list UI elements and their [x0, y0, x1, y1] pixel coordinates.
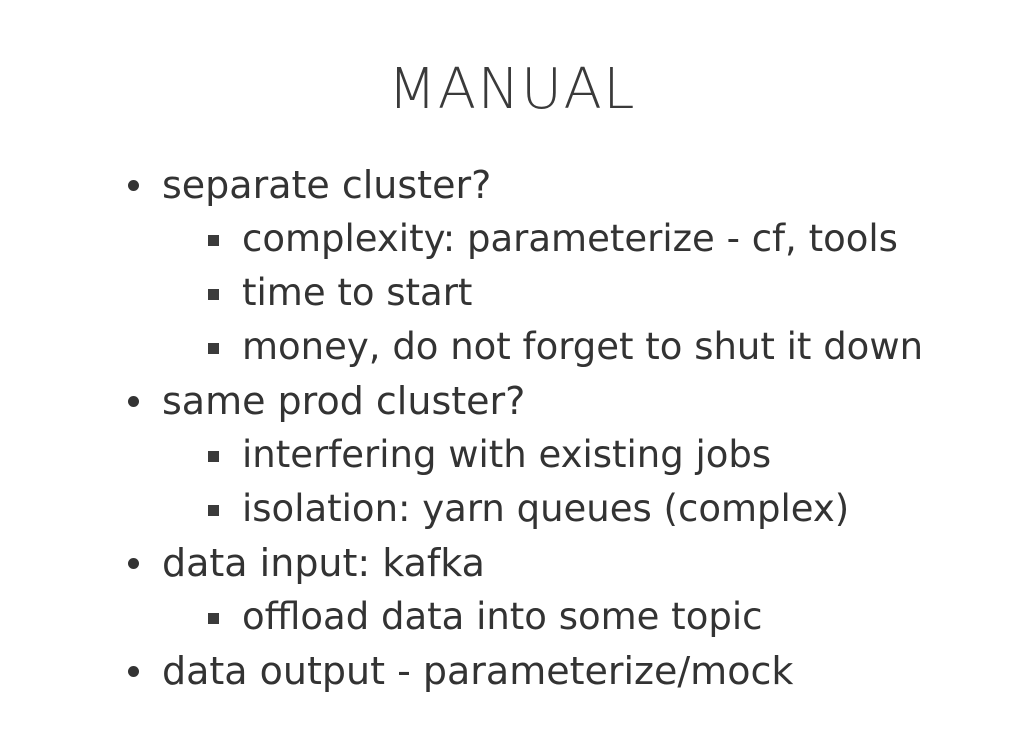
square-bullet-icon [208, 343, 219, 354]
list-item: same prod cluster? [0, 374, 1024, 428]
square-bullet-icon [208, 289, 219, 300]
list-item-label: interfering with existing jobs [242, 433, 772, 476]
disc-bullet-icon [128, 666, 139, 677]
square-bullet-icon [208, 451, 219, 462]
disc-bullet-icon [128, 180, 139, 191]
list-item-label: money, do not forget to shut it down [242, 325, 924, 368]
bullet-list: separate cluster? complexity: parameteri… [0, 158, 1024, 698]
list-item-label: data output - parameterize/mock [162, 649, 794, 693]
list-item-label: same prod cluster? [162, 379, 526, 423]
list-item: data input: kafka [0, 536, 1024, 590]
square-bullet-icon [208, 235, 219, 246]
list-item-label: offload data into some topic [242, 595, 763, 638]
list-item-label: isolation: yarn queues (complex) [242, 487, 850, 530]
list-item: data output - parameterize/mock [0, 644, 1024, 698]
list-item-label: time to start [242, 271, 473, 314]
disc-bullet-icon [128, 558, 139, 569]
list-item: money, do not forget to shut it down [0, 320, 1024, 374]
list-item: isolation: yarn queues (complex) [0, 482, 1024, 536]
list-item: separate cluster? [0, 158, 1024, 212]
list-item: interfering with existing jobs [0, 428, 1024, 482]
square-bullet-icon [208, 505, 219, 516]
list-item-label: data input: kafka [162, 541, 485, 585]
list-item-label: separate cluster? [162, 163, 492, 207]
disc-bullet-icon [128, 396, 139, 407]
list-item-label: complexity: parameterize - cf, tools [242, 217, 898, 260]
square-bullet-icon [208, 613, 219, 624]
list-item: complexity: parameterize - cf, tools [0, 212, 1024, 266]
slide-title: MANUAL [387, 57, 636, 122]
list-item: time to start [0, 266, 1024, 320]
list-item: offload data into some topic [0, 590, 1024, 644]
